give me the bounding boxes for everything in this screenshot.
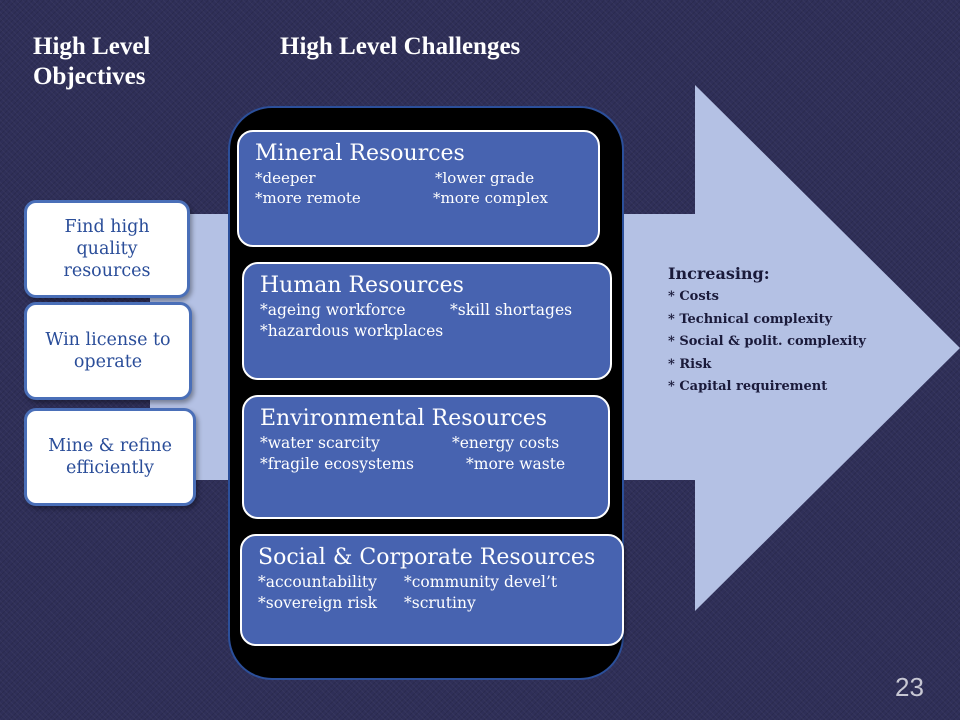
challenge-item: *community devel’t [404,573,558,591]
challenge-line: *fragile ecosystems *more waste [260,454,596,475]
impact-item: * Technical complexity [668,311,833,327]
objective-mine-refine: Mine & refine efficiently [24,408,196,506]
objective-label: Win license to operate [45,330,171,372]
challenge-item: *accountability [258,573,377,591]
challenge-item: *more waste [466,455,566,473]
challenge-title: Social & Corporate Resources [258,545,596,570]
page-number: 23 [895,672,924,702]
challenge-item: *more remote [255,189,361,207]
challenge-title: Environmental Resources [260,406,548,431]
challenge-item: *fragile ecosystems [260,455,414,473]
impact-item: * Social & polit. complexity [668,334,866,349]
challenge-item: *lower grade [435,169,535,187]
challenge-mineral-resources: Mineral Resources *deeper *lower grade *m… [237,130,600,247]
impact-item: * Costs [668,289,719,304]
challenge-line: *deeper *lower grade [255,168,586,188]
objective-license-to-operate: Win license to operate [24,302,192,400]
challenge-item: *ageing workforce [260,301,406,319]
challenge-line: *ageing workforce *skill shortages [260,300,598,321]
challenge-item: *more complex [433,189,548,207]
challenge-item: *hazardous workplaces [260,322,444,340]
challenge-line: *more remote *more complex [255,188,586,208]
challenge-item: *skill shortages [450,301,573,319]
challenge-title: Mineral Resources [255,141,465,166]
challenge-environmental-resources: Environmental Resources *water scarcity*… [242,395,610,519]
impact-item: * Capital requirement [668,379,828,394]
challenges-heading: High Level Challenges [280,33,521,60]
challenge-line: *hazardous workplaces [260,321,598,342]
impact-list: Increasing: * Costs * Technical complexi… [668,262,918,399]
challenge-item: *scrutiny [404,594,476,612]
challenge-social-corporate-resources: Social & Corporate Resources *accountabi… [240,534,624,646]
objective-label: Find high quality resources [63,217,151,281]
challenge-title: Human Resources [260,273,464,298]
challenge-item: *water scarcity [260,434,380,452]
objective-find-resources: Find high quality resources [24,200,190,298]
challenge-line: *sovereign risk *scrutiny [258,593,610,614]
challenge-item: *sovereign risk [258,594,378,612]
challenge-item: *deeper [255,169,316,187]
challenge-line: *water scarcity *energy costs [260,433,596,454]
objectives-heading: High Level Objectives [33,33,151,90]
impact-item: * Risk [668,356,712,372]
challenge-line: *accountability *community devel’t [258,572,610,593]
challenge-item: *energy costs [452,434,560,452]
challenge-human-resources: Human Resources *ageing workforce *skill … [242,262,612,380]
objective-label: Mine & refine efficiently [48,436,172,478]
impact-heading: Increasing: [668,264,770,283]
